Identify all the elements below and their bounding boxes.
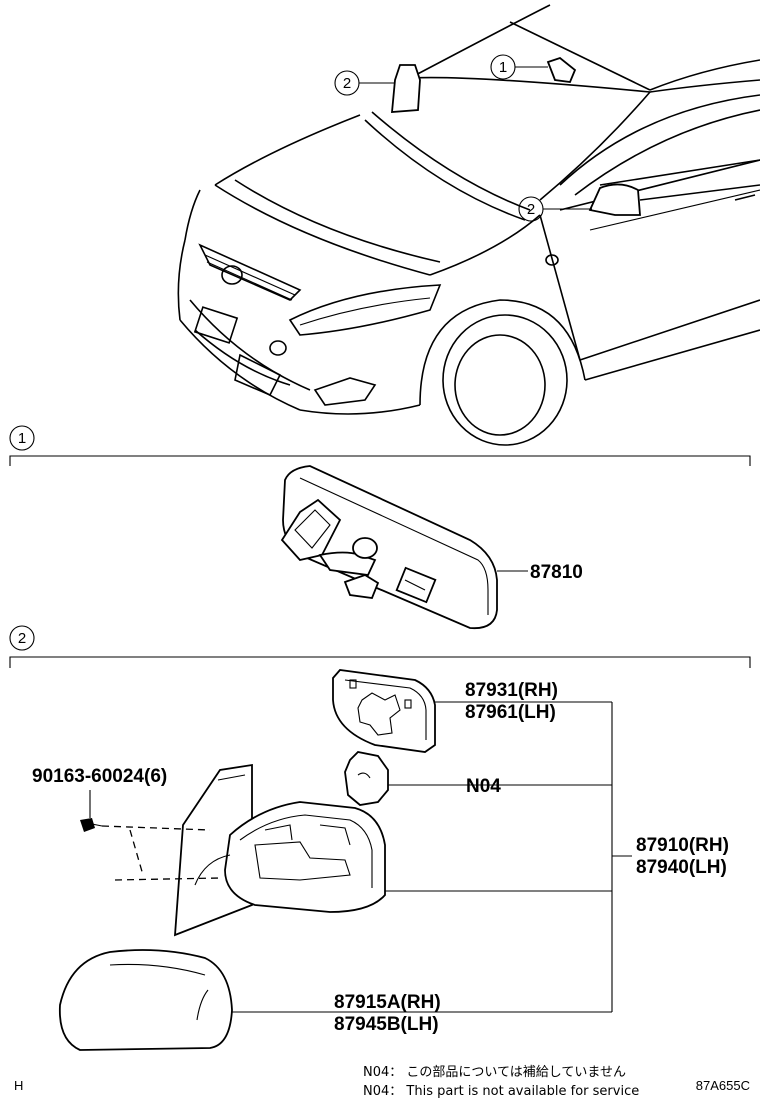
part-87940-label: 87940(LH)	[636, 857, 727, 878]
part-87931-label: 87931(RH)	[465, 680, 558, 701]
callout-2-side-text: 2	[527, 201, 535, 218]
footer-note-en: N04： This part is not available for serv…	[363, 1084, 639, 1099]
part-87810: 87810	[497, 562, 583, 583]
car-illustration	[177, 4, 760, 446]
outer-mirror-illustration	[173, 763, 386, 937]
part-87910-87940: 87910(RH) 87940(LH)	[636, 835, 729, 878]
n04-motor-illustration	[344, 751, 389, 806]
footer-corner-mark: H	[14, 1078, 23, 1093]
part-87810-label: 87810	[530, 562, 583, 583]
part-87945b-label: 87945B(LH)	[334, 1014, 439, 1035]
car-callout-1: 1	[490, 54, 548, 80]
footer-illustration-code: 87A655C	[696, 1078, 750, 1093]
car-callout-2-top: 2	[334, 70, 395, 96]
section-1-label: 1	[18, 430, 26, 447]
part-87915-87945: 87915A(RH) 87945B(LH)	[334, 992, 441, 1035]
section-2-marker: 2	[9, 625, 751, 668]
mirror-glass-illustration	[332, 669, 436, 753]
callout-1-text: 1	[499, 59, 507, 76]
part-87915a-label: 87915A(RH)	[334, 992, 441, 1013]
callout-2-top-text: 2	[343, 75, 351, 92]
screw-illustration	[80, 818, 221, 881]
car-callout-2-side: 2	[518, 196, 592, 222]
footer-note-jp: N04： この部品については補給していません	[363, 1065, 626, 1080]
part-87910-label: 87910(RH)	[636, 835, 729, 856]
section-1-marker: 1	[9, 425, 751, 466]
part-87931-87961: 87931(RH) 87961(LH)	[465, 680, 558, 723]
part-n04: N04	[466, 776, 501, 797]
part-90163-label: 90163-60024(6)	[32, 766, 167, 787]
section-2-leaders	[89, 701, 632, 1013]
section-2-label: 2	[18, 630, 26, 647]
footer: N04： この部品については補給していません N04： This part is…	[14, 1065, 750, 1099]
part-90163: 90163-60024(6)	[32, 766, 167, 787]
inner-mirror-illustration	[280, 465, 498, 630]
mirror-cover-illustration	[58, 949, 233, 1051]
part-n04-label: N04	[466, 776, 501, 797]
part-87961-label: 87961(LH)	[465, 702, 556, 723]
